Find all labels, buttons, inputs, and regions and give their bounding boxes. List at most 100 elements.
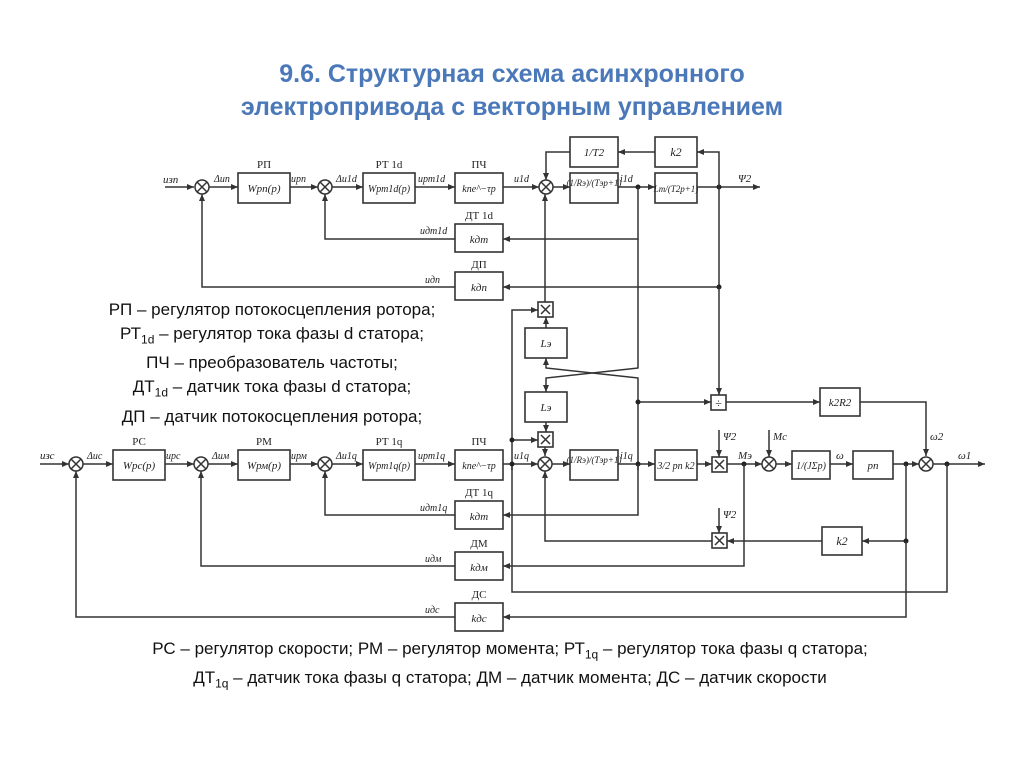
caption-ds: ДС bbox=[472, 589, 487, 601]
block-pch-d bbox=[454, 172, 504, 204]
caption-dm: ДМ bbox=[470, 538, 488, 550]
caption-rt1d: РТ 1d bbox=[376, 159, 403, 171]
tf-dm: kдм bbox=[470, 562, 487, 574]
sum-cross-icon bbox=[195, 458, 207, 470]
tf-inv-t2: 1/T2 bbox=[584, 147, 605, 159]
tf-ds: kдс bbox=[471, 613, 486, 625]
block-stator-q bbox=[569, 449, 619, 481]
label-psi2-b: Ψ2 bbox=[723, 509, 737, 521]
sum-cross-icon bbox=[70, 458, 82, 470]
wire bbox=[198, 471, 455, 567]
legend-text: – регулятор скорости; bbox=[175, 639, 358, 658]
tf-rm: Wрм(p) bbox=[247, 460, 281, 472]
tf-rotor-flux: Lm/(T2p+1) bbox=[653, 184, 699, 194]
block-ds bbox=[454, 602, 504, 632]
tf-rt1d: Wрт1d(p) bbox=[368, 184, 411, 195]
legend-abbr: ДТ bbox=[193, 668, 216, 688]
legend-text: – датчик момента; bbox=[502, 668, 657, 688]
block-rs bbox=[112, 449, 166, 481]
legend-top-item: ДТ1d – датчик тока фазы d статора; bbox=[62, 375, 482, 404]
label-psi2-a: Ψ2 bbox=[723, 431, 737, 443]
legend-abbr: ПЧ bbox=[146, 353, 170, 373]
tf-k2r2: k2R2 bbox=[829, 397, 852, 409]
sum-cross-icon bbox=[540, 181, 552, 193]
legend-abbr: РП bbox=[108, 300, 133, 319]
multiply-icon bbox=[540, 434, 551, 445]
block-rp bbox=[237, 172, 291, 204]
label-u-dt1d: uдт1d bbox=[420, 226, 448, 237]
label-u-dm: uдм bbox=[425, 554, 442, 565]
label-omega2: ω2 bbox=[930, 431, 944, 443]
label-omega1: ω1 bbox=[958, 450, 971, 462]
label-u-1d: u1d bbox=[514, 174, 530, 185]
wire bbox=[503, 464, 745, 569]
legend-sub: 1q bbox=[215, 676, 229, 691]
legend-abbr: ДМ bbox=[476, 668, 503, 688]
wire bbox=[322, 194, 455, 240]
slide-title-line-1: 9.6. Структурная схема асинхронного bbox=[279, 60, 745, 88]
wire bbox=[697, 149, 720, 187]
block-dt1q bbox=[454, 500, 504, 530]
tf-dt1q: kдт bbox=[470, 511, 488, 523]
multiply-icon bbox=[714, 535, 725, 546]
tf-k2-top: k2 bbox=[670, 145, 681, 159]
legend-abbr: ДТ bbox=[132, 377, 155, 397]
caption-dt1q: ДТ 1q bbox=[465, 487, 493, 499]
legend-text: – регулятор тока фазы d статора; bbox=[154, 324, 424, 343]
legend-text: – датчик потокосцепления ротора; bbox=[145, 406, 423, 426]
multiply-icon bbox=[714, 459, 725, 470]
legend-top-item: РТ1d – регулятор тока фазы d статора; bbox=[62, 322, 482, 351]
multiply-icon bbox=[540, 304, 551, 315]
label-omega: ω bbox=[836, 450, 844, 462]
legend-top: РП – регулятор потокосцепления ротора; Р… bbox=[62, 298, 482, 429]
block-dt1d bbox=[454, 223, 504, 253]
divide-icon: ÷ bbox=[715, 396, 722, 410]
block-k2-bot bbox=[821, 526, 863, 556]
caption-dt1d: ДТ 1d bbox=[465, 210, 493, 222]
tf-rt1q: Wрт1q(p) bbox=[368, 461, 411, 472]
legend-abbr: РТ bbox=[563, 639, 585, 658]
junction-dot bbox=[635, 399, 641, 405]
block-k2r2 bbox=[819, 387, 861, 417]
wire bbox=[860, 401, 929, 456]
wire bbox=[543, 151, 570, 180]
wire bbox=[322, 471, 455, 516]
caption-dp: ДП bbox=[471, 259, 487, 271]
tf-le-bot: Lэ bbox=[540, 402, 552, 414]
wire bbox=[503, 541, 907, 620]
legend-text: – регулятор момента; bbox=[383, 639, 564, 658]
block-inertia bbox=[791, 450, 831, 480]
d-axis-chain: uзп Δuп РП Wрп(p) uрп Δu1d РТ 1d Wрт1d(p… bbox=[163, 136, 760, 301]
legend-text: – преобразователь частоты; bbox=[169, 353, 398, 373]
legend-top-item: РП – регулятор потокосцепления ротора; bbox=[62, 298, 482, 322]
wire bbox=[542, 471, 712, 542]
legend-abbr: РМ bbox=[357, 639, 384, 658]
block-pole-pairs bbox=[852, 450, 894, 480]
block-rm bbox=[237, 449, 291, 481]
caption-rp: РП bbox=[257, 159, 271, 171]
label-du-1d: Δu1d bbox=[335, 174, 358, 185]
block-pch-q bbox=[454, 449, 504, 481]
block-inv-t2 bbox=[569, 136, 619, 168]
legend-abbr: ДП bbox=[121, 406, 146, 426]
wire bbox=[73, 471, 455, 618]
label-u-dt1q: uдт1q bbox=[420, 503, 447, 514]
wire bbox=[511, 307, 538, 470]
tf-stator-q: (1/Rэ)/(Tэp+1) bbox=[566, 455, 621, 465]
block-torque-gain bbox=[654, 449, 698, 481]
junction-dot bbox=[509, 461, 515, 467]
legend-abbr: РТ bbox=[120, 324, 142, 343]
label-du-s: Δuс bbox=[86, 451, 103, 462]
tf-inertia: 1/(JΣp) bbox=[796, 461, 826, 472]
block-rt1q bbox=[362, 449, 416, 481]
legend-bottom-line-2: ДТ1q – датчик тока фазы q статора; ДМ – … bbox=[60, 666, 960, 695]
q-axis-chain: uзс Δuс РС Wрс(p) uрс Δuм РМ Wрм(p) uрм … bbox=[40, 430, 985, 632]
legend-text: – датчик скорости bbox=[680, 668, 827, 688]
caption-pch-q: ПЧ bbox=[471, 436, 486, 448]
sum-cross-icon bbox=[319, 181, 331, 193]
legend-sub: 1d bbox=[154, 385, 168, 400]
label-du-m: Δuм bbox=[211, 451, 230, 462]
legend-sub: 1d bbox=[141, 332, 155, 347]
sum-cross-icon bbox=[763, 458, 775, 470]
tf-k2-bot: k2 bbox=[836, 534, 847, 548]
